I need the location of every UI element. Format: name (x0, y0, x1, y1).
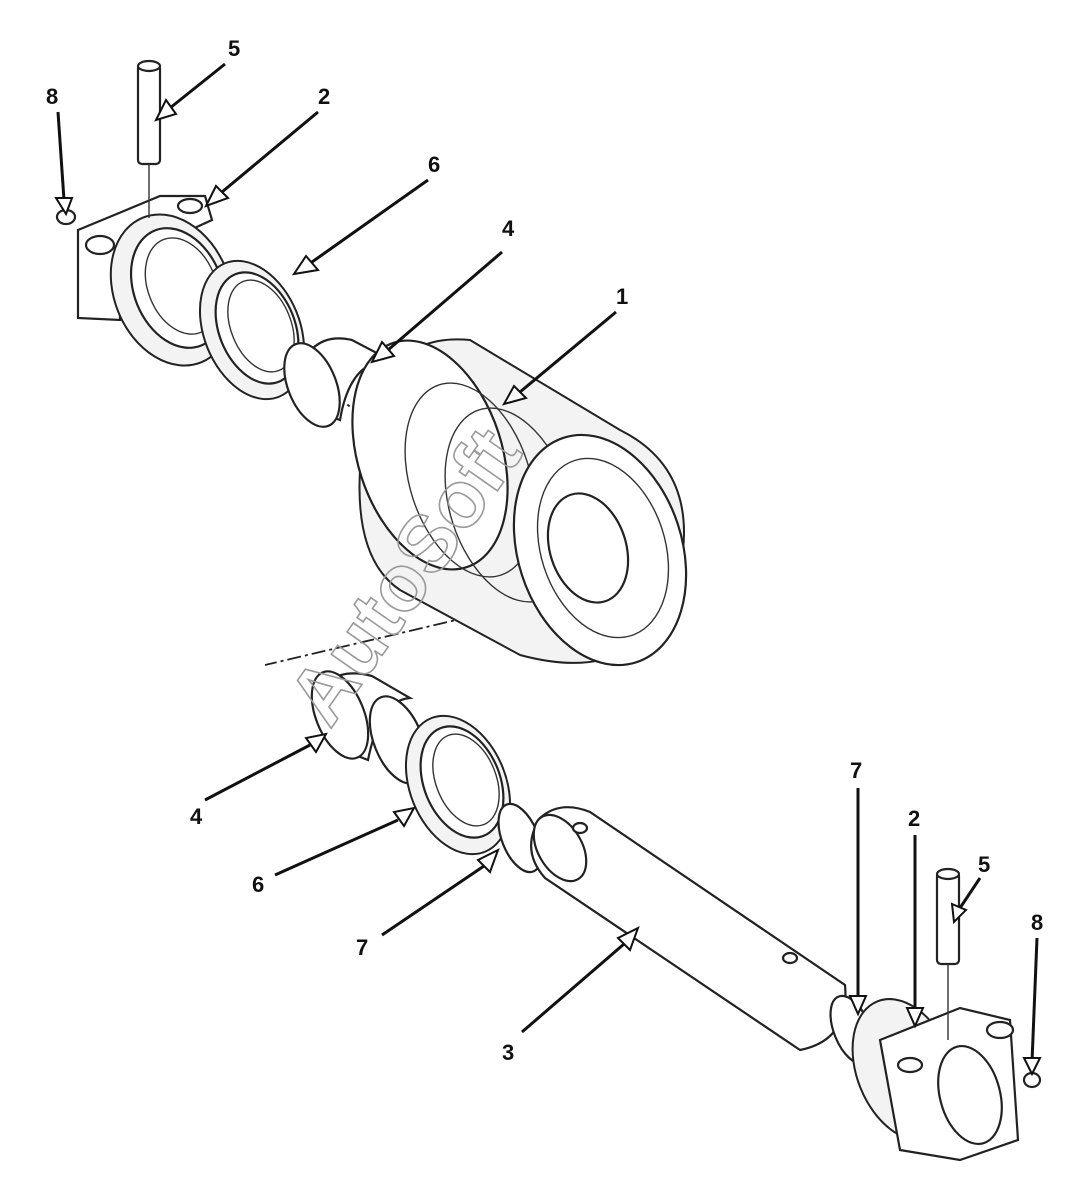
callout-5-bottom: 5 (978, 852, 990, 877)
callout-2-bottom: 2 (908, 806, 920, 831)
callout-8-top: 8 (46, 84, 58, 109)
callout-6-top: 6 (428, 152, 440, 177)
lock-pin-top (136, 59, 162, 218)
callout-7-right: 7 (850, 758, 862, 783)
end-collar-bottom (851, 998, 1020, 1162)
callout-5-top: 5 (228, 36, 240, 61)
callout-8-bottom: 8 (1031, 910, 1043, 935)
callout-labels: 8 5 2 6 4 1 4 6 7 3 7 2 5 8 (46, 36, 1043, 1065)
callout-4-bottom: 4 (190, 804, 203, 829)
callout-2-top: 2 (318, 84, 330, 109)
seal-group-bottom (404, 714, 512, 856)
callout-3: 3 (502, 1040, 514, 1065)
seal-group-top (198, 259, 306, 401)
roller-shell (351, 338, 688, 667)
leader-lines (54, 62, 1042, 1077)
callout-7-left: 7 (356, 935, 368, 960)
callout-6-bottom: 6 (252, 872, 264, 897)
callout-4-top: 4 (502, 216, 515, 241)
callout-1: 1 (616, 284, 628, 309)
shaft (530, 806, 847, 1052)
bushing-top (283, 337, 391, 428)
